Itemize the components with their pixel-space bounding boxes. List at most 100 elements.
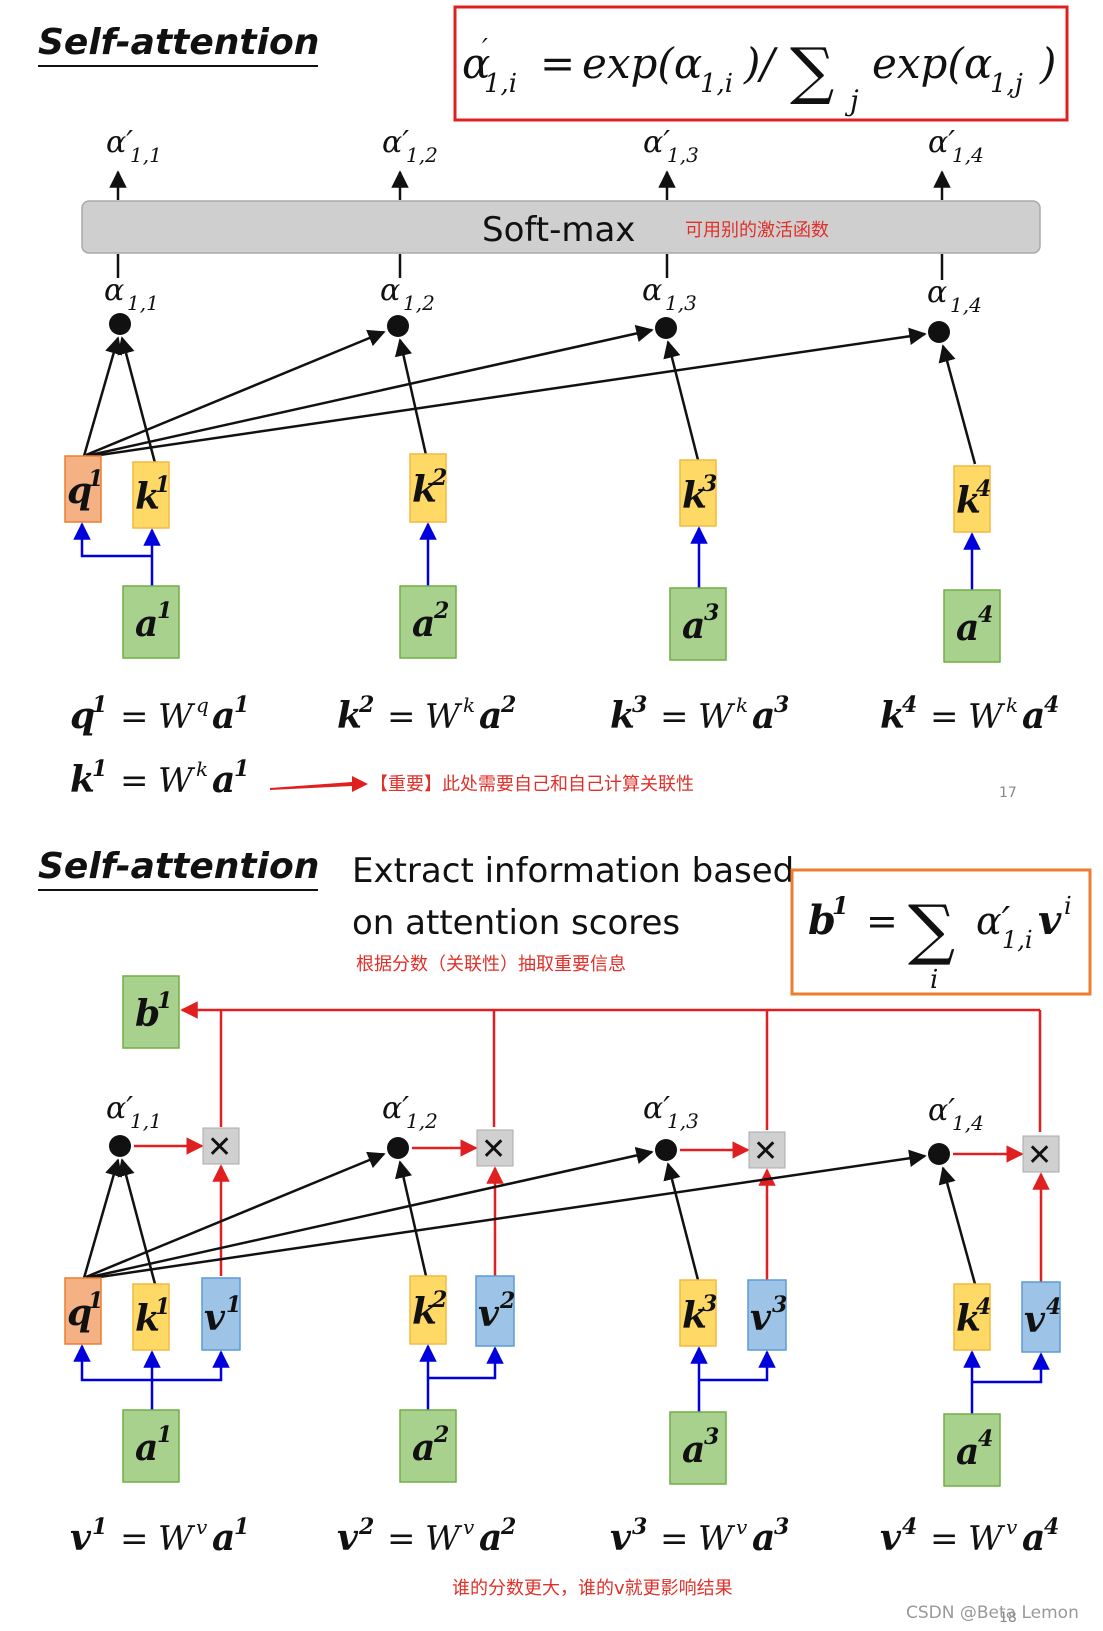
page-number-17: 17 — [999, 785, 1017, 801]
svg-text:2: 2 — [500, 1514, 516, 1540]
a-to-qkv-connectors-slide2 — [73, 1344, 1050, 1414]
q1-box-s2 — [64, 1277, 102, 1345]
softmax-label: Soft-max — [482, 210, 635, 250]
svg-text:4: 4 — [1044, 1514, 1059, 1540]
a-boxes-slide2: a 1 a 2 a 3 a 4 — [122, 1409, 1001, 1487]
svg-text:k: k — [880, 695, 905, 737]
v1-box — [201, 1277, 241, 1351]
formula-exp2-sub: 1,j — [990, 69, 1023, 99]
svg-text:W: W — [698, 1519, 736, 1559]
svg-text:i: i — [930, 965, 938, 995]
a3-box-s2 — [669, 1411, 727, 1485]
svg-text:v: v — [1006, 1515, 1018, 1539]
svg-text:4: 4 — [978, 1426, 993, 1452]
svg-text:=: = — [660, 697, 689, 737]
svg-text:′: ′ — [482, 34, 488, 64]
svg-text:1,1: 1,1 — [130, 143, 162, 167]
svg-text:1: 1 — [88, 1288, 103, 1314]
svg-text:a: a — [412, 603, 435, 645]
svg-text:=: = — [930, 1519, 959, 1559]
svg-text:1,2: 1,2 — [406, 143, 438, 167]
svg-text:=: = — [930, 697, 959, 737]
svg-text:a: a — [212, 695, 235, 737]
dot-node-3 — [655, 317, 677, 339]
svg-text:=: = — [387, 1519, 416, 1559]
svg-text:1,4: 1,4 — [952, 1111, 984, 1135]
svg-text:1,1: 1,1 — [127, 291, 159, 315]
alpha-prime-labels-top: α′ 1,1 α′ 1,2 α′ 1,3 α′ 1,4 — [106, 125, 984, 167]
svg-text:a: a — [135, 603, 158, 645]
svg-text:k: k — [412, 469, 437, 511]
svg-text:=: = — [120, 1519, 149, 1559]
a-boxes-slide1: a 1 a 2 a 3 a 4 — [122, 585, 1001, 663]
svg-text:W: W — [698, 697, 736, 737]
svg-text:k: k — [956, 480, 981, 522]
eq-k4: k 4 = W k a 4 — [880, 692, 1059, 737]
svg-text:3: 3 — [774, 1514, 789, 1540]
slide2-heading-line1: Extract information based — [352, 851, 794, 891]
alpha-prime-s2-4: α′ — [928, 1093, 955, 1128]
eq-v3: v 3 = W v a 3 — [610, 1514, 789, 1559]
svg-text:✕: ✕ — [207, 1130, 232, 1165]
svg-text:1: 1 — [226, 1292, 241, 1318]
formula-lhs-symbol: α — [462, 39, 490, 88]
formula-exp1: exp(α — [582, 39, 702, 88]
a3-box — [669, 587, 727, 661]
svg-text:a: a — [479, 1517, 502, 1559]
eq-v1: v 1 = W v a 1 — [70, 1514, 249, 1559]
svg-text:1: 1 — [92, 1514, 107, 1540]
svg-text:W: W — [425, 1519, 463, 1559]
formula-sum-sub: j — [844, 84, 859, 117]
alpha-node-1 — [109, 1135, 131, 1157]
svg-text:W: W — [158, 1519, 196, 1559]
multiply-box-4 — [1022, 1135, 1060, 1173]
svg-text:2: 2 — [358, 692, 374, 718]
svg-text:k: k — [196, 757, 208, 781]
svg-text:=: = — [120, 761, 149, 801]
svg-text:1: 1 — [92, 756, 107, 782]
a1-box — [122, 585, 180, 659]
svg-text:3: 3 — [774, 692, 789, 718]
alpha-node-4 — [928, 1143, 950, 1165]
k1-box — [132, 461, 170, 529]
svg-text:v: v — [750, 1297, 772, 1339]
equations-slide2: v 1 = W v a 1 v 2 = W v a 2 v 3 = W — [70, 1514, 1059, 1559]
svg-text:a: a — [212, 759, 235, 801]
svg-text:3: 3 — [704, 1424, 719, 1450]
svg-text:q: q — [70, 695, 95, 737]
v-to-multiply-arrows — [212, 1164, 1050, 1282]
svg-text:a: a — [412, 1427, 435, 1469]
eq-k2: k 2 = W k a 2 — [337, 692, 516, 737]
svg-text:k: k — [412, 1291, 437, 1333]
svg-text:a: a — [682, 1429, 705, 1471]
svg-text:W: W — [425, 697, 463, 737]
svg-text:a: a — [479, 695, 502, 737]
important-arrow — [270, 776, 368, 792]
svg-text:1: 1 — [92, 692, 107, 718]
svg-text:∑: ∑ — [908, 891, 955, 968]
formula-sum: ∑ — [790, 34, 834, 107]
svg-text:k: k — [1006, 693, 1018, 717]
svg-text:b: b — [808, 897, 836, 944]
formula-eq: = — [540, 39, 575, 88]
svg-text:a: a — [752, 695, 775, 737]
svg-text:✕: ✕ — [1027, 1138, 1052, 1173]
slide2-title: Self-attention — [38, 846, 319, 887]
v3-box — [747, 1279, 787, 1351]
svg-text:k: k — [610, 695, 635, 737]
eq-k3: k 3 = W k a 3 — [610, 692, 789, 737]
svg-text:4: 4 — [1044, 692, 1059, 718]
v4-box — [1021, 1281, 1061, 1353]
svg-text:a: a — [956, 1431, 979, 1473]
alpha-node-3 — [655, 1139, 677, 1161]
a-to-qk-connectors-slide1 — [73, 522, 981, 590]
a2-box — [399, 585, 457, 659]
k1-box-s2 — [132, 1283, 170, 1351]
alpha-prime-labels-slide2: α′ 1,1 α′ 1,2 α′ 1,3 α′ 1,4 — [106, 1091, 984, 1135]
svg-text:4: 4 — [976, 476, 991, 502]
summation-bus — [180, 1001, 1042, 1132]
svg-text:k: k — [736, 693, 748, 717]
svg-text:a: a — [135, 1427, 158, 1469]
svg-text:v: v — [1038, 897, 1062, 944]
alpha-prime-s2-2: α′ — [382, 1091, 409, 1126]
